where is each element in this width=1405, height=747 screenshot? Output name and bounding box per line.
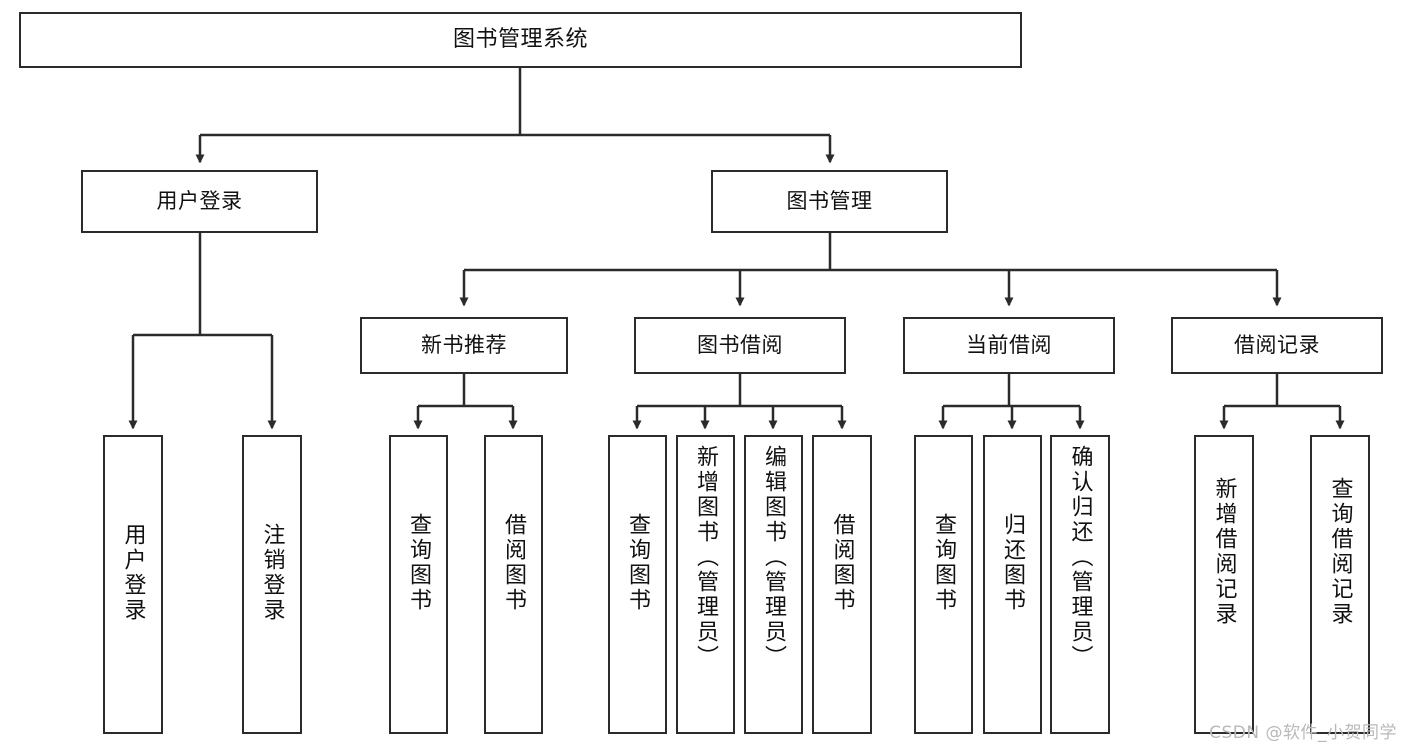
node-label: 确认归还（管理员）	[1067, 445, 1093, 670]
node-label: 新书推荐	[421, 333, 507, 358]
node-label: 用户登录	[156, 189, 243, 214]
node-label: 图书管理系统	[452, 27, 588, 53]
node-label: 归还图书	[1000, 513, 1026, 613]
node-user-login[interactable]: 用户登录	[81, 170, 318, 233]
node-book-borrowing[interactable]: 图书借阅	[634, 317, 846, 374]
node-leaf-confirm-return-admin[interactable]: 确认归还（管理员）	[1050, 435, 1110, 734]
node-label: 用户登录	[120, 523, 146, 623]
node-leaf-query-books-newbook[interactable]: 查询图书	[389, 435, 448, 734]
node-label: 借阅图书	[829, 513, 855, 613]
node-label: 新增图书（管理员）	[693, 445, 719, 670]
node-book-management[interactable]: 图书管理	[711, 170, 948, 233]
node-borrow-records[interactable]: 借阅记录	[1171, 317, 1383, 374]
node-leaf-query-borrow-record[interactable]: 查询借阅记录	[1310, 435, 1370, 734]
node-label: 查询借阅记录	[1327, 477, 1353, 627]
node-leaf-return-books[interactable]: 归还图书	[983, 435, 1042, 734]
node-leaf-logout[interactable]: 注销登录	[242, 435, 302, 734]
node-label: 图书借阅	[697, 333, 783, 358]
node-label: 查询图书	[625, 513, 651, 613]
node-label: 查询图书	[406, 513, 432, 613]
node-label: 当前借阅	[966, 333, 1052, 358]
node-leaf-query-books-borrow[interactable]: 查询图书	[608, 435, 667, 734]
node-new-book-recommendation[interactable]: 新书推荐	[360, 317, 568, 374]
node-label: 新增借阅记录	[1211, 477, 1237, 627]
node-leaf-borrow-books-borrow[interactable]: 借阅图书	[812, 435, 872, 734]
node-label: 图书管理	[786, 189, 873, 214]
node-label: 编辑图书（管理员）	[761, 445, 787, 670]
node-current-borrowing[interactable]: 当前借阅	[903, 317, 1115, 374]
node-label: 借阅图书	[501, 513, 527, 613]
node-leaf-query-books-current[interactable]: 查询图书	[914, 435, 973, 734]
node-leaf-edit-book-admin[interactable]: 编辑图书（管理员）	[744, 435, 803, 734]
node-leaf-user-login[interactable]: 用户登录	[103, 435, 163, 734]
node-label: 注销登录	[259, 523, 285, 623]
node-label: 查询图书	[931, 513, 957, 613]
node-leaf-add-borrow-record[interactable]: 新增借阅记录	[1194, 435, 1254, 734]
node-root-book-management-system[interactable]: 图书管理系统	[19, 12, 1022, 68]
node-label: 借阅记录	[1234, 333, 1320, 358]
node-leaf-borrow-books-newbook[interactable]: 借阅图书	[484, 435, 543, 734]
node-leaf-add-book-admin[interactable]: 新增图书（管理员）	[676, 435, 735, 734]
watermark: CSDN @软件_小贺同学	[1209, 723, 1397, 743]
